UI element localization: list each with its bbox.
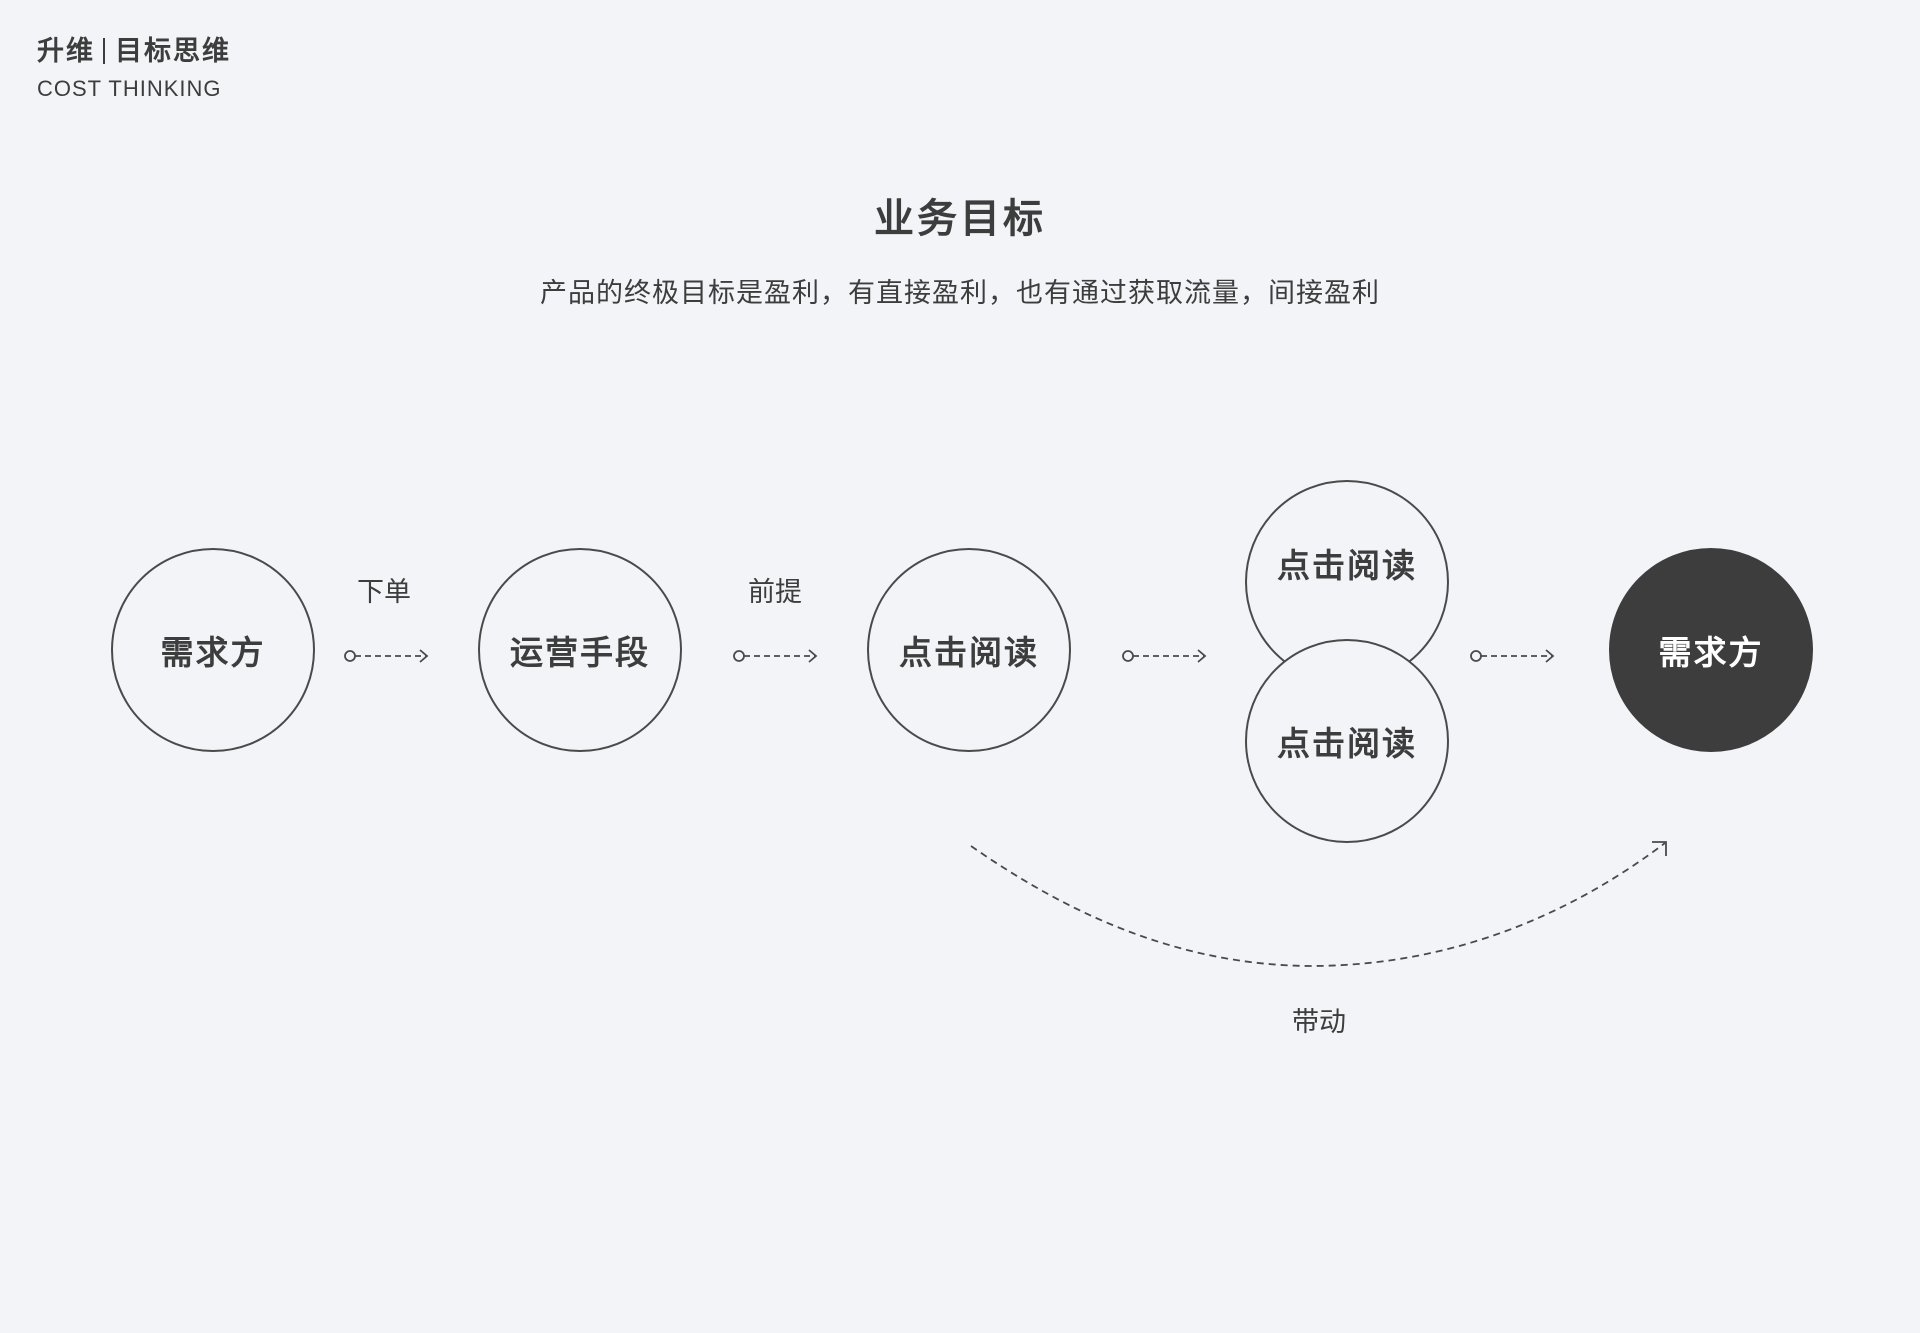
node-label: 需求方 bbox=[160, 633, 266, 672]
edge-label-order: 下单 bbox=[357, 577, 411, 608]
brand-part1: 升维 bbox=[37, 36, 95, 67]
edge-label-premise: 前提 bbox=[748, 577, 802, 608]
brand-subtitle: COST THINKING bbox=[37, 76, 222, 101]
node-label: 点击阅读 bbox=[1277, 724, 1417, 763]
edge-arrow-4 bbox=[1470, 649, 1555, 663]
edge-arrow-2 bbox=[733, 649, 818, 663]
node-label: 运营手段 bbox=[510, 633, 650, 672]
brand-part2: 目标思维 bbox=[115, 36, 231, 67]
edge-arrow-1 bbox=[344, 649, 429, 663]
node-label: 点击阅读 bbox=[899, 633, 1039, 672]
edge-label-drive: 带动 bbox=[1292, 1007, 1346, 1038]
node-label: 点击阅读 bbox=[1277, 546, 1417, 585]
brand: 升维目标思维 COST THINKING bbox=[37, 34, 231, 102]
page-title: 业务目标 bbox=[874, 196, 1046, 242]
brand-title: 升维目标思维 bbox=[37, 34, 231, 70]
edge-arrow-3 bbox=[1122, 649, 1207, 663]
node-operation-means: 运营手段 bbox=[478, 548, 682, 752]
brand-separator bbox=[103, 38, 105, 64]
node-click-read-bottom: 点击阅读 bbox=[1245, 639, 1449, 843]
page-subtitle: 产品的终极目标是盈利，有直接盈利，也有通过获取流量，间接盈利 bbox=[540, 278, 1380, 309]
node-click-read: 点击阅读 bbox=[867, 548, 1071, 752]
node-label: 需求方 bbox=[1658, 633, 1764, 672]
node-demand-side-final: 需求方 bbox=[1609, 548, 1813, 752]
node-demand-side: 需求方 bbox=[111, 548, 315, 752]
